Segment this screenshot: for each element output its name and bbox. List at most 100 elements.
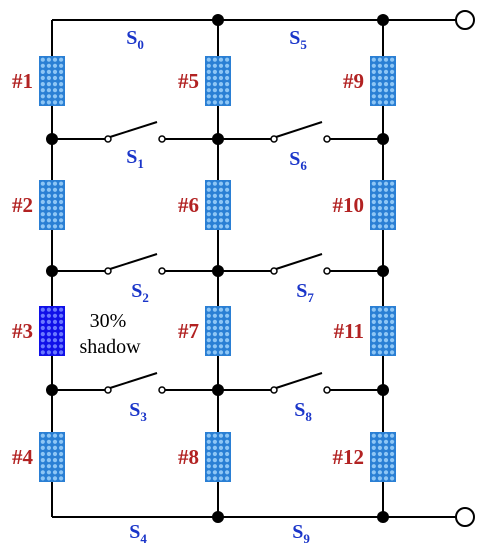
panel-cell bbox=[59, 307, 64, 312]
junction-node bbox=[212, 133, 224, 145]
panel-cell bbox=[59, 88, 64, 93]
panel-cell bbox=[59, 439, 64, 444]
panel-cell bbox=[371, 439, 376, 444]
panel-cell bbox=[218, 445, 224, 450]
panel-cell bbox=[371, 181, 376, 186]
switch-blade bbox=[109, 372, 158, 389]
panel-cell bbox=[225, 75, 230, 81]
panel-cell bbox=[225, 63, 230, 68]
panel-cell bbox=[59, 94, 64, 99]
panel-cell bbox=[59, 445, 64, 450]
panel-cell bbox=[390, 464, 395, 469]
panel-cell bbox=[40, 94, 45, 99]
panel-cell bbox=[52, 439, 58, 444]
output-terminal bbox=[455, 10, 475, 30]
panel-cell bbox=[371, 212, 376, 217]
panel-cell bbox=[59, 199, 64, 205]
panel-cell bbox=[52, 313, 58, 318]
panel-cell bbox=[390, 88, 395, 93]
panel-cell bbox=[371, 187, 376, 192]
panel-cell bbox=[40, 63, 45, 68]
panel-cell bbox=[225, 445, 230, 450]
panel-cell bbox=[59, 319, 64, 324]
panel-cell bbox=[212, 433, 217, 438]
panel-cell bbox=[46, 193, 52, 198]
panel-cell bbox=[383, 75, 389, 81]
panel-cell bbox=[371, 193, 376, 198]
panel-cell bbox=[377, 94, 382, 99]
panel-cell bbox=[40, 338, 45, 343]
panel-cell bbox=[52, 206, 58, 211]
panel-cell bbox=[206, 69, 211, 74]
panel-cell bbox=[40, 319, 45, 324]
panel-cell bbox=[390, 224, 395, 229]
shadow-text: shadow bbox=[79, 336, 141, 358]
panel-cell bbox=[212, 100, 217, 105]
panel-cell bbox=[225, 187, 230, 192]
panel-label: #2 bbox=[12, 193, 33, 217]
panel-cell bbox=[377, 100, 382, 105]
panel-cell bbox=[218, 338, 224, 343]
panel-cell bbox=[212, 82, 217, 87]
panel-cell bbox=[383, 199, 389, 205]
junction-node bbox=[377, 384, 389, 396]
panel-cell bbox=[206, 332, 211, 337]
switch-blade bbox=[275, 253, 323, 270]
panel-cell bbox=[59, 332, 64, 337]
panel-cell bbox=[59, 344, 64, 349]
panel-cell bbox=[383, 433, 389, 438]
panel-cell bbox=[377, 181, 382, 186]
panel-cell bbox=[225, 199, 230, 205]
panel-cell bbox=[225, 458, 230, 463]
panel-cell bbox=[390, 193, 395, 198]
panel-cell bbox=[59, 212, 64, 217]
panel-cell bbox=[218, 344, 224, 349]
panel-body bbox=[370, 432, 396, 482]
panel-cell bbox=[46, 75, 52, 81]
panel-cell bbox=[52, 82, 58, 87]
panel-cell bbox=[52, 307, 58, 312]
junction-node bbox=[212, 14, 224, 26]
panel-cell bbox=[377, 218, 382, 223]
panel-cell bbox=[371, 218, 376, 223]
panel-cell bbox=[377, 82, 382, 87]
panel-cell bbox=[40, 57, 45, 62]
panel-cell bbox=[377, 187, 382, 192]
panel-cell bbox=[46, 350, 52, 355]
panel-cell bbox=[46, 313, 52, 318]
panel-cell bbox=[218, 212, 224, 217]
switch-label-s4: S4 bbox=[129, 521, 147, 546]
switch-contact bbox=[158, 386, 166, 394]
panel-cell bbox=[371, 458, 376, 463]
panel-cell bbox=[206, 94, 211, 99]
panel-cell bbox=[390, 313, 395, 318]
panel-cell bbox=[218, 307, 224, 312]
panel-cell bbox=[383, 445, 389, 450]
panel-cell bbox=[59, 470, 64, 475]
switch-contact bbox=[104, 386, 112, 394]
panel-cell bbox=[383, 218, 389, 223]
panel-cell bbox=[59, 57, 64, 62]
panel-cell bbox=[40, 470, 45, 475]
panel-cell bbox=[377, 445, 382, 450]
panel-label: #7 bbox=[178, 319, 199, 343]
panel-cell bbox=[212, 350, 217, 355]
panel-cell bbox=[383, 476, 389, 481]
panel-cell bbox=[52, 458, 58, 463]
panel-cell bbox=[40, 100, 45, 105]
panel-cell bbox=[59, 218, 64, 223]
panel-cell bbox=[390, 206, 395, 211]
panel-cell bbox=[218, 350, 224, 355]
panel-cell bbox=[46, 332, 52, 337]
panel-cell bbox=[46, 439, 52, 444]
panel-cell bbox=[206, 82, 211, 87]
panel-cell bbox=[377, 344, 382, 349]
panel-cell bbox=[371, 63, 376, 68]
panel-cell bbox=[212, 319, 217, 324]
switch-contact bbox=[323, 267, 331, 275]
panel-cell bbox=[206, 344, 211, 349]
panel-cell bbox=[377, 433, 382, 438]
panel-cell bbox=[59, 181, 64, 186]
switch-label-s3: S3 bbox=[129, 399, 147, 424]
